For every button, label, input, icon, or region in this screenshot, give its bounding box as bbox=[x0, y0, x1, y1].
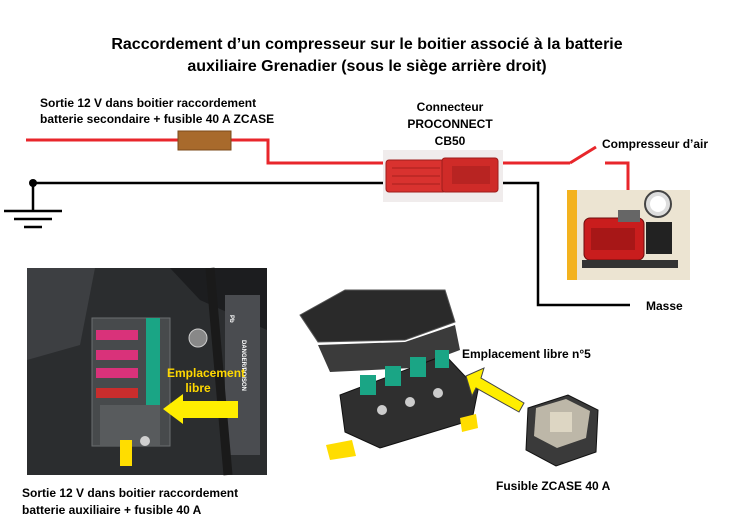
source-label-line-2: batterie secondaire + fusible 40 A ZCASE bbox=[40, 112, 275, 126]
diagram-title-line-1: Raccordement d’un compresseur sur le boi… bbox=[111, 36, 623, 53]
slot-arrow-icon bbox=[465, 367, 525, 413]
photo-caption-line-2: batterie auxiliaire + fusible 40 A bbox=[22, 503, 202, 517]
warning-sticker bbox=[225, 295, 260, 455]
compressor-label: Compresseur d’air bbox=[602, 137, 709, 151]
fuse-label: Fusible ZCASE 40 A bbox=[496, 479, 611, 493]
connector-label-line-2: PROCONNECT bbox=[407, 117, 493, 131]
inline-fuse bbox=[177, 130, 232, 151]
battery-box-photo: DANGER/POISON Pb bbox=[27, 267, 267, 476]
proconnect-connector-icon bbox=[383, 150, 503, 202]
ground-label: Masse bbox=[646, 299, 683, 313]
connector-label-line-3: CB50 bbox=[434, 134, 466, 148]
photo-arrow-icon bbox=[163, 394, 238, 424]
fuse-box-icon bbox=[299, 289, 479, 460]
ground-symbol-icon bbox=[4, 209, 62, 229]
photo-callout-line-1: Emplacement bbox=[167, 366, 246, 380]
photo-caption-line-1: Sortie 12 V dans boitier raccordement bbox=[22, 486, 239, 500]
photo-callout-line-2: libre bbox=[185, 381, 211, 395]
positive-wire-to-compressor bbox=[605, 161, 630, 193]
ground-wire-right bbox=[500, 181, 630, 307]
free-slot-label: Emplacement libre n°5 bbox=[462, 347, 591, 361]
connector-label-line-1: Connecteur bbox=[416, 100, 484, 114]
svg-text:DANGER/POISON: DANGER/POISON bbox=[240, 340, 246, 391]
zcase-fuse-icon bbox=[525, 394, 599, 467]
source-label-line-1: Sortie 12 V dans boitier raccordement bbox=[40, 96, 257, 110]
switch-contact bbox=[569, 145, 597, 165]
diagram-title-line-2: auxiliaire Grenadier (sous le siège arri… bbox=[187, 58, 547, 75]
positive-wire-left bbox=[26, 138, 385, 165]
compressor-icon bbox=[567, 190, 690, 280]
svg-text:Pb: Pb bbox=[228, 315, 234, 323]
